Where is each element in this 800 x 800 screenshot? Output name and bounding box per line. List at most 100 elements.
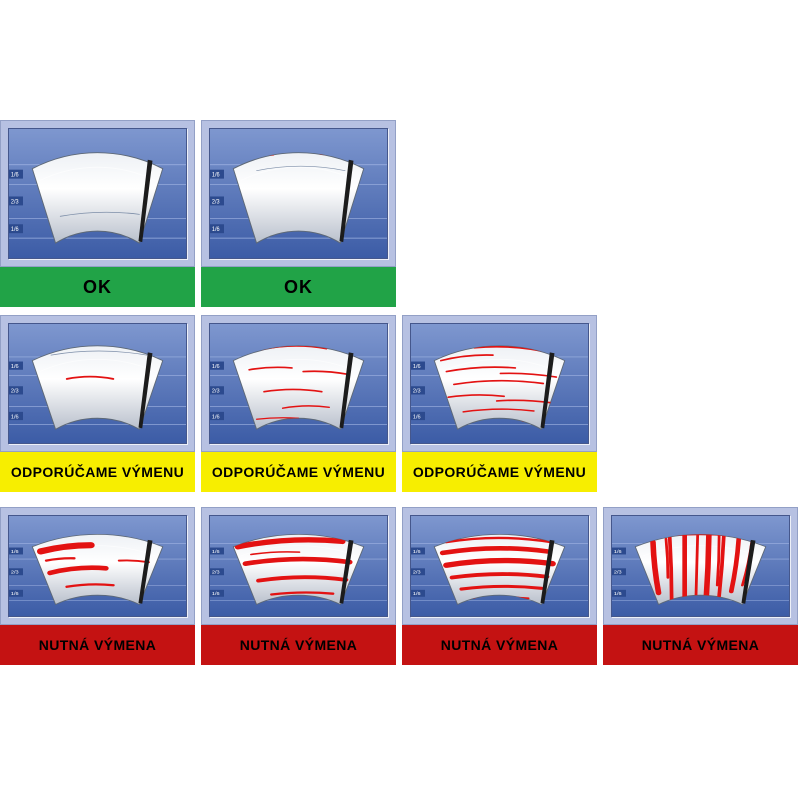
wear-streak	[728, 537, 742, 594]
status-label-text: OK	[83, 276, 112, 297]
scale-mark-top: 1/6	[212, 173, 220, 179]
scale-mark-top: 1/6	[614, 549, 622, 554]
panel-frame: 1/6 2/3 1/6	[402, 507, 597, 625]
scale-tab	[612, 589, 626, 597]
scale-labels: 1/6 2/3 1/6	[210, 361, 224, 421]
wear-streak	[439, 546, 550, 556]
condition-row-danger: 1/6 2/3 1/6 NUTNÁ VÝMENA	[0, 507, 798, 665]
wear-streak	[44, 557, 76, 562]
wear-streak	[65, 375, 115, 380]
wear-streak	[445, 536, 553, 544]
wear-streak	[499, 372, 558, 378]
scale-tab	[210, 568, 224, 576]
scale-mark-middle: 2/3	[413, 570, 421, 575]
scale-mark-top: 1/6	[413, 549, 421, 554]
scale-labels: 1/6 2/3 1/6	[411, 361, 425, 420]
wiper-screen: 1/6 2/3 1/6	[410, 515, 589, 617]
scale-mark-middle: 2/3	[614, 570, 622, 575]
panel-frame: 1/6 2/3 1/6	[201, 120, 396, 267]
wear-streak	[445, 366, 517, 373]
wiper-condition-cell: 1/6 2/3 1/6 ODPORÚČAME VÝMENU	[402, 315, 597, 492]
scale-labels: 1/6 2/3 1/6	[411, 547, 425, 597]
wear-streak	[462, 408, 535, 413]
scale-mark-middle: 2/3	[413, 389, 421, 395]
scale-tab	[9, 196, 23, 206]
status-label-bar: NUTNÁ VÝMENA	[201, 625, 396, 665]
scale-mark-top: 1/6	[212, 549, 220, 554]
sweep-highlight	[240, 358, 357, 373]
scale-mark-bottom: 1/6	[11, 592, 19, 597]
wiper-blade	[339, 539, 354, 604]
wiper-sweep-graphic: 1/6 2/3 1/6	[210, 129, 387, 258]
status-label-text: ODPORÚČAME VÝMENU	[412, 464, 587, 480]
scale-mark-bottom: 1/6	[413, 414, 421, 420]
scale-labels: 1/6 2/3 1/6	[612, 547, 626, 597]
scale-tab	[210, 386, 224, 395]
panel-frame: 1/6 2/3 1/6	[201, 507, 396, 625]
scale-mark-bottom: 1/6	[212, 414, 220, 420]
wear-grid: 1/6 2/3 1/6 OK	[0, 120, 798, 665]
scale-mark-top: 1/6	[212, 364, 220, 370]
scale-tab	[210, 411, 224, 421]
wiper-sweep-graphic: 1/6 2/3 1/6	[210, 324, 387, 443]
wiper-blade	[138, 539, 153, 604]
sweep-highlight	[39, 166, 156, 182]
wear-streak	[242, 556, 353, 566]
wiper-blade	[540, 539, 555, 604]
panel-frame: 1/6 2/3 1/6	[603, 507, 798, 625]
scale-tab	[9, 169, 23, 179]
scale-mark-middle: 2/3	[212, 199, 220, 205]
wear-streak	[650, 539, 662, 596]
wiper-condition-cell: 1/6 2/3 1/6 OK	[201, 120, 396, 307]
wiper-sweep-graphic: 1/6 2/3 1/6	[9, 516, 186, 616]
scale-mark-middle: 2/3	[11, 199, 19, 205]
scale-labels: 1/6 2/3 1/6	[9, 361, 23, 420]
wear-streak	[449, 572, 550, 580]
status-label-text: NUTNÁ VÝMENA	[440, 637, 559, 653]
wear-streak	[703, 534, 712, 603]
wear-streak	[255, 417, 300, 420]
wiper-screen: 1/6 2/3 1/6	[8, 128, 187, 259]
wear-streaks	[36, 542, 150, 588]
scale-tab	[210, 361, 224, 370]
wiper-sweep-area	[31, 152, 164, 244]
status-label-bar: ODPORÚČAME VÝMENU	[201, 452, 396, 492]
scale-mark-top: 1/6	[11, 549, 19, 554]
condition-row-warn: 1/6 2/3 1/6 ODPORÚČAME VÝMENU	[0, 315, 798, 492]
wear-streak	[715, 534, 721, 587]
wiper-blade	[138, 352, 153, 429]
scale-tab	[612, 568, 626, 576]
wear-streak	[302, 370, 349, 376]
scale-labels: 1/6 2/3 1/6	[9, 169, 23, 234]
scale-mark-middle: 2/3	[11, 570, 19, 575]
scale-tab	[210, 589, 224, 597]
sweep-highlight	[240, 545, 357, 557]
scale-tab	[210, 169, 224, 179]
scale-labels: 1/6 2/3 1/6	[9, 547, 23, 597]
scale-tab	[9, 568, 23, 576]
scale-mark-middle: 2/3	[212, 389, 220, 395]
status-label-bar: NUTNÁ VÝMENA	[0, 625, 195, 665]
wear-streak	[59, 211, 140, 217]
status-label-text: NUTNÁ VÝMENA	[641, 637, 760, 653]
wiper-screen: 1/6 2/3 1/6	[209, 323, 388, 444]
scale-mark-bottom: 1/6	[614, 592, 622, 597]
wear-streak	[667, 536, 674, 601]
scale-tab	[9, 224, 23, 234]
wear-streak	[664, 537, 670, 579]
wear-streak	[439, 354, 494, 362]
wear-streak	[47, 565, 109, 576]
wiper-sweep-graphic: 1/6 2/3 1/6	[9, 324, 186, 443]
wiper-blade	[138, 159, 153, 243]
wear-streak	[248, 366, 293, 371]
status-label-text: OK	[284, 276, 313, 297]
scale-mark-bottom: 1/6	[212, 227, 220, 233]
wear-streaks	[59, 211, 140, 217]
scale-mark-bottom: 1/6	[11, 227, 19, 233]
wear-streak	[256, 165, 346, 172]
panel-frame: 1/6 2/3 1/6	[0, 120, 195, 267]
wear-streak	[453, 379, 545, 386]
status-label-bar: ODPORÚČAME VÝMENU	[0, 452, 195, 492]
panel-frame: 1/6 2/3 1/6	[201, 315, 396, 452]
scale-tab	[411, 568, 425, 576]
